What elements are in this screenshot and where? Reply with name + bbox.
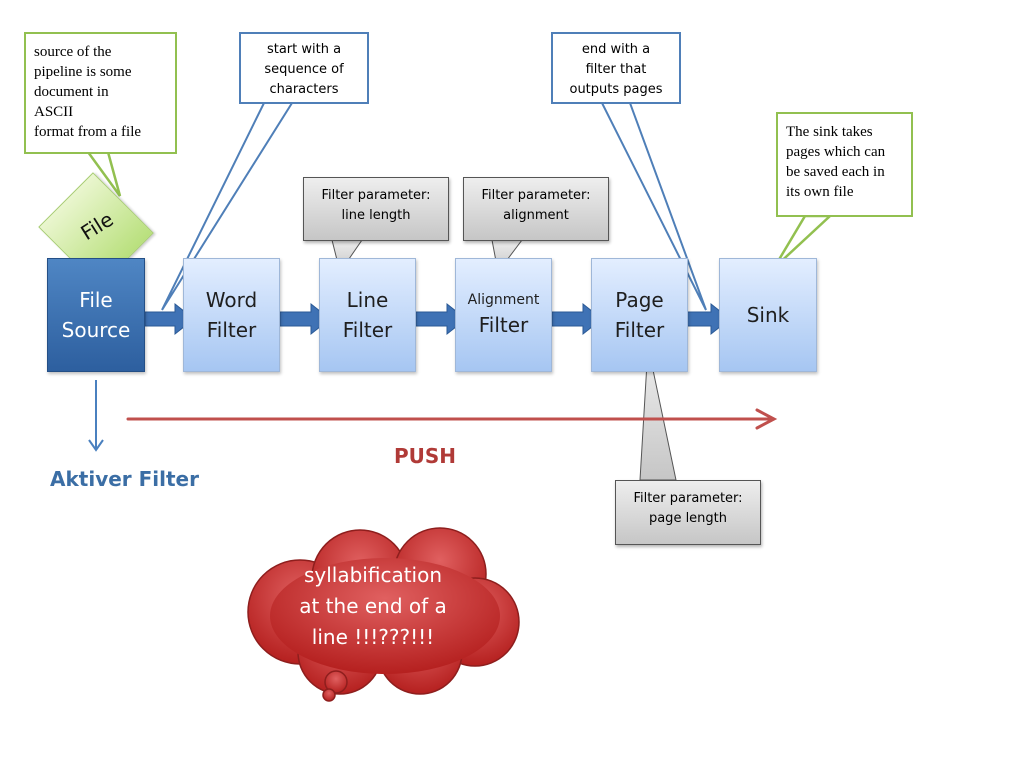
active-filter-arrow [88, 380, 104, 452]
thought-bubble-text: syllabification at the end of a line !!!… [268, 560, 478, 653]
thought-bubble-line: line !!!???!!! [311, 625, 435, 649]
source-callout-line: format from a file [34, 124, 142, 140]
page-param-line: page length [648, 511, 728, 526]
line-filter-node: Line Filter [319, 258, 416, 372]
sink-label: Sink [746, 303, 790, 327]
word-filter-label: Filter [206, 318, 257, 342]
sink-node: Sink [719, 258, 817, 372]
source-callout-line: source of the [34, 44, 112, 60]
alignment-param-line: Filter parameter: [481, 188, 591, 203]
file-source-node: File Source [47, 258, 145, 372]
sink-callout-line: be saved each in [786, 164, 885, 180]
alignment-filter-label: Filter [478, 313, 529, 337]
line-param-callout: Filter parameter: line length [303, 177, 449, 241]
file-source-label: File [79, 288, 113, 312]
push-label: PUSH [394, 444, 457, 468]
page-filter-node: Page Filter [591, 258, 688, 372]
word-filter-label: Word [205, 288, 258, 312]
end-callout-line: end with a [581, 42, 651, 57]
start-callout: start with a sequence of characters [239, 32, 369, 104]
sink-callout-line: The sink takes [786, 124, 873, 140]
line-param-line: line length [341, 208, 411, 223]
alignment-filter-small-label: Alignment [467, 292, 540, 308]
line-filter-label: Line [346, 288, 389, 312]
start-callout-line: sequence of [264, 62, 344, 77]
page-filter-label: Filter [614, 318, 665, 342]
push-arrow [126, 408, 778, 430]
start-callout-line: characters [269, 82, 339, 97]
sink-callout-line: its own file [786, 184, 854, 200]
thought-bubble [247, 527, 520, 702]
line-filter-label: Filter [342, 318, 393, 342]
thought-bubble-line: syllabification [303, 563, 443, 587]
line-param-line: Filter parameter: [321, 188, 431, 203]
alignment-param-line: alignment [503, 208, 569, 223]
end-callout-line: outputs pages [569, 82, 663, 97]
end-callout: end with a filter that outputs pages [551, 32, 681, 104]
source-callout-line: document in [34, 84, 109, 100]
active-filter-label: Aktiver Filter [50, 467, 199, 491]
end-callout-line: filter that [585, 62, 647, 77]
page-param-line: Filter parameter: [633, 491, 743, 506]
source-callout-line: ASCII [34, 104, 74, 120]
word-filter-node: Word Filter [183, 258, 280, 372]
file-source-label: Source [61, 318, 131, 342]
source-callout: source of the pipeline is some document … [24, 32, 177, 154]
alignment-filter-node: Alignment Filter [455, 258, 552, 372]
alignment-param-callout: Filter parameter: alignment [463, 177, 609, 241]
sink-callout: The sink takes pages which can be saved … [776, 112, 913, 217]
sink-callout-line: pages which can [786, 144, 886, 160]
page-param-callout: Filter parameter: page length [615, 480, 761, 545]
source-callout-line: pipeline is some [34, 64, 132, 80]
page-filter-label: Page [615, 288, 664, 312]
thought-bubble-line: at the end of a [299, 594, 447, 618]
start-callout-line: start with a [266, 42, 342, 57]
